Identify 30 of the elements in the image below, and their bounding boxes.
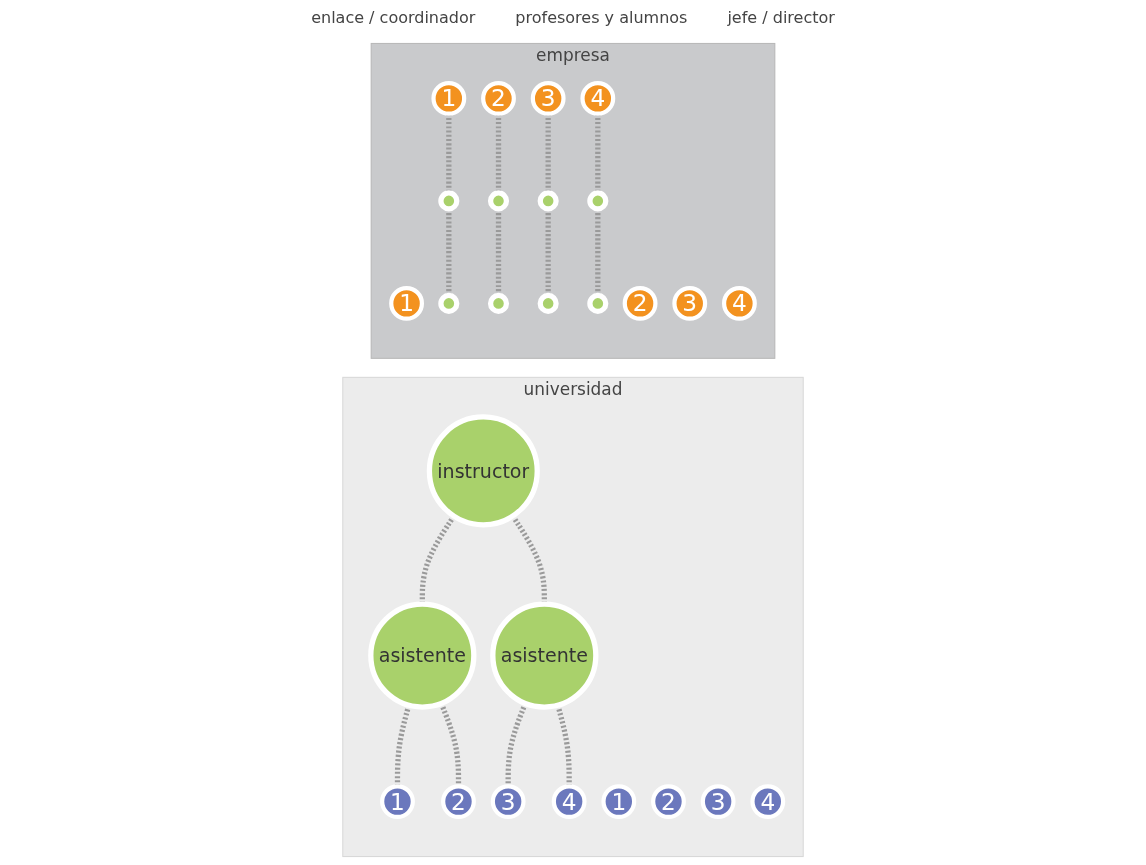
node-circle (438, 190, 460, 212)
node-circle (487, 292, 510, 314)
node-circle: instructor (426, 414, 540, 528)
node-circle: 2 (651, 784, 686, 820)
node-circle (587, 190, 609, 212)
node-circle: 4 (580, 80, 616, 116)
node-circle: asistente (368, 601, 477, 710)
node-circle (438, 292, 460, 314)
node-circle: 3 (700, 784, 736, 820)
node-circle: 4 (750, 784, 786, 820)
node-circle: 1 (389, 285, 424, 321)
column-label: profesores y alumnos (515, 8, 688, 27)
node-circle: 1 (380, 784, 415, 820)
node-circle: 3 (672, 285, 708, 321)
node-circle: 3 (490, 784, 526, 820)
node-circle (537, 292, 559, 314)
node-circle: 2 (622, 285, 658, 321)
node-circle: 2 (481, 80, 516, 116)
node-circle (587, 292, 609, 314)
node-circle: 1 (431, 80, 467, 116)
node-circle (537, 190, 559, 212)
node-circle: 4 (551, 784, 587, 820)
node-circle: 3 (530, 80, 566, 116)
column-label: jefe / director (727, 8, 835, 27)
node-circle (487, 190, 510, 212)
node-circle: 4 (722, 285, 757, 321)
column-label: enlace / coordinador (311, 8, 476, 27)
node-circle: 2 (441, 784, 476, 820)
node-circle: asistente (490, 601, 599, 710)
node-circle: 1 (601, 784, 637, 820)
